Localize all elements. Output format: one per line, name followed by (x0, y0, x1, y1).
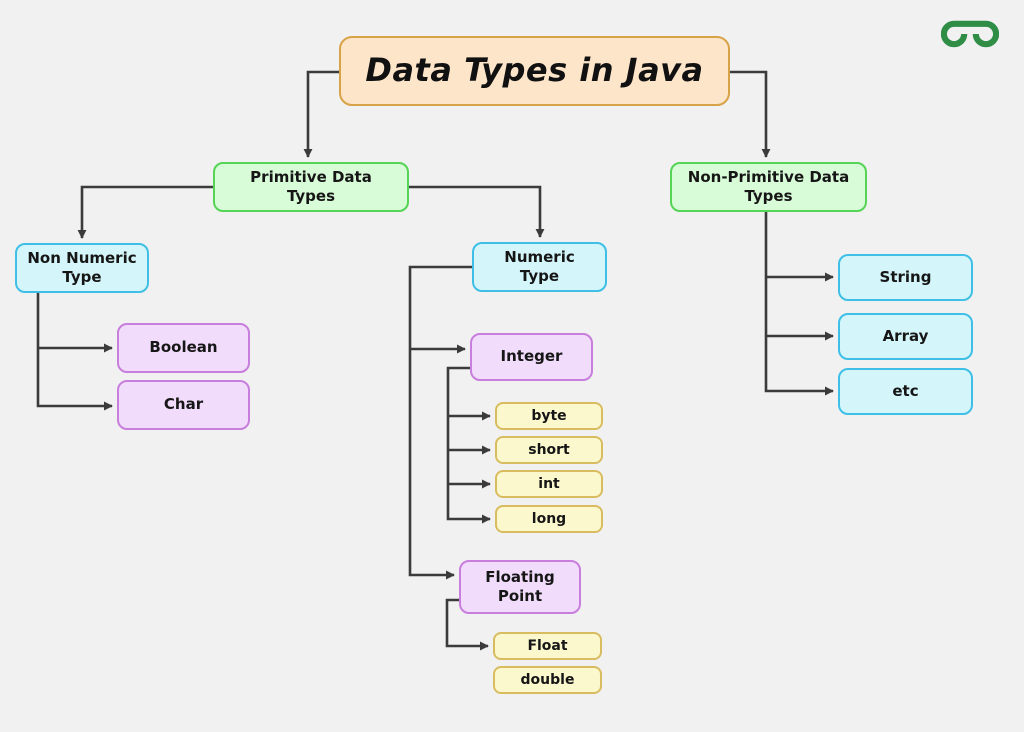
edge-non-numeric-to-char (36, 293, 113, 411)
node-primitive-data-types: Primitive Data Types (213, 162, 409, 212)
node-boolean: Boolean (117, 323, 250, 373)
node-double: double (493, 666, 602, 694)
node-floating-point: Floating Point (459, 560, 581, 614)
geeksforgeeks-logo (941, 20, 999, 48)
node-short: short (495, 436, 603, 464)
edge-title-to-non-primitive (730, 70, 771, 158)
edge-numeric-to-floating-point (408, 265, 472, 580)
edge-title-to-primitive (303, 70, 339, 158)
node-non-numeric-type: Non Numeric Type (15, 243, 149, 293)
edge-non-primitive-to-etc (764, 212, 834, 396)
edge-primitive-to-non-numeric (77, 185, 213, 239)
node-etc: etc (838, 368, 973, 415)
diagram-title: Data Types in Java (339, 36, 730, 106)
node-integer: Integer (470, 333, 593, 381)
node-char: Char (117, 380, 250, 430)
node-float: Float (493, 632, 602, 660)
edge-floating-point-to-float (445, 598, 489, 651)
node-byte: byte (495, 402, 603, 430)
edge-primitive-to-numeric (409, 185, 545, 238)
node-array: Array (838, 313, 973, 360)
edge-integer-to-long (446, 366, 491, 524)
node-long: long (495, 505, 603, 533)
node-numeric-type: Numeric Type (472, 242, 607, 292)
node-string: String (838, 254, 973, 301)
node-int: int (495, 470, 603, 498)
node-non-primitive-data-types: Non-Primitive Data Types (670, 162, 867, 212)
